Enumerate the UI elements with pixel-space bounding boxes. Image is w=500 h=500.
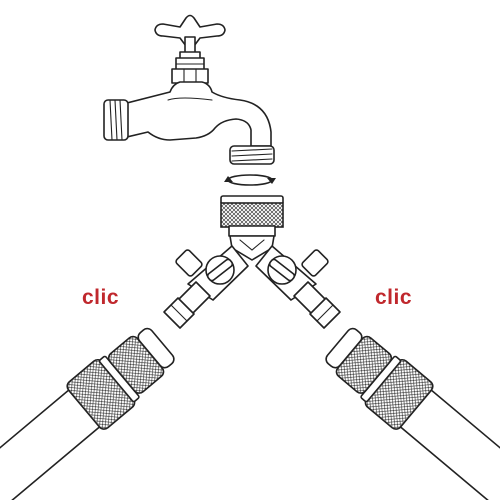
left-hose-connector [0, 327, 175, 500]
faucet-body [126, 81, 272, 147]
splitter-left-arm [163, 245, 249, 329]
left-clic-label: clic [82, 286, 120, 309]
faucet [103, 14, 275, 165]
coupling-nut [220, 202, 284, 228]
rotate-arrow-icon [224, 174, 276, 186]
right-hose-connector [325, 327, 500, 500]
splitter-right-arm [255, 245, 341, 329]
faucet-gland-nut [171, 57, 209, 84]
faucet-outlet-thread [229, 145, 275, 165]
faucet-handle [154, 14, 226, 60]
faucet-inlet-thread [103, 99, 129, 141]
y-splitter [163, 195, 341, 329]
right-clic-label: clic [375, 286, 413, 309]
